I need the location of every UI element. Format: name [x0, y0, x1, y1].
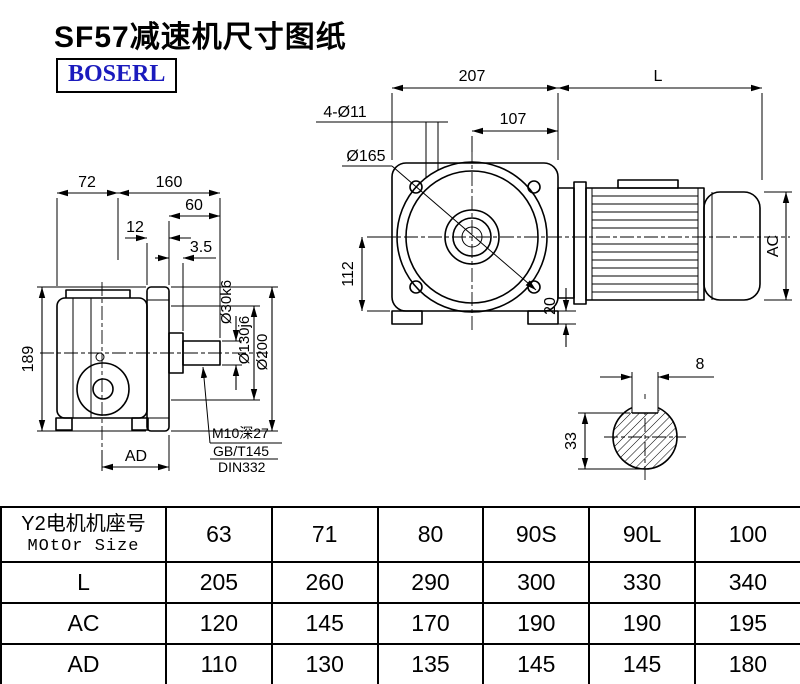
shaft-section-circle [612, 404, 678, 470]
dim-33-label: 33 [563, 432, 580, 450]
motor-fins [592, 195, 698, 293]
table-cell: 145 [270, 602, 379, 645]
dim-160-label: 160 [156, 174, 183, 191]
dim-20: 20 [542, 288, 576, 347]
dim-207: 207 [391, 68, 559, 160]
dim-189: 189 [20, 286, 146, 432]
table-cell: 110 [165, 643, 273, 684]
table-cell: 145 [482, 643, 591, 684]
dim-4xd11-label: 4-Ø11 [323, 104, 366, 121]
dim-112-label: 112 [340, 261, 357, 287]
dim-d130-label: Ø130j6 [236, 316, 253, 364]
dim-8-label: 8 [696, 356, 705, 373]
dim-d30-label: Ø30k6 [218, 280, 235, 324]
table-cell: 145 [588, 643, 696, 684]
row-label: AC [0, 602, 167, 645]
dim-spigot-diameter: Ø130j6 [171, 305, 260, 401]
table-header-cell: 71 [270, 506, 379, 563]
dim-3-5: 3.5 [155, 239, 216, 331]
table-cell: 195 [693, 602, 800, 645]
centerlines [40, 282, 268, 450]
dim-72-label: 72 [78, 174, 96, 191]
dim-12-label: 12 [126, 219, 144, 236]
table-header-cell: 63 [165, 506, 273, 563]
dim-72: 72 [56, 174, 119, 286]
table-cell: 170 [376, 602, 485, 645]
bolt-holes-callout: 4-Ø11 [316, 104, 448, 178]
table-cell: 180 [693, 643, 800, 684]
page-title: SF57减速机尺寸图纸 [54, 21, 347, 54]
table-cell: 135 [376, 643, 485, 684]
table-cell: 340 [693, 561, 800, 604]
output-flange-outline [146, 286, 221, 432]
side-view: 72 160 60 12 3.5 [20, 174, 282, 475]
dim-AC: AC [764, 191, 792, 301]
table-header-cell: 90S [482, 506, 591, 563]
note-gb-label: GB/T145 [213, 443, 269, 459]
dim-107-label: 107 [500, 111, 527, 128]
note-din-label: DIN332 [218, 459, 266, 475]
dim-L: L [558, 68, 763, 180]
dim-ad-label: AD [125, 448, 147, 465]
tapped-hole-note: M10深27 GB/T145 DIN332 [200, 366, 282, 475]
table-row-AC: AC 120 145 170 190 190 195 [0, 602, 800, 645]
dim-L-label: L [654, 68, 663, 85]
row-label: L [0, 561, 167, 604]
table-row-L: L 205 260 290 300 330 340 [0, 561, 800, 604]
technical-drawing: 72 160 60 12 3.5 [20, 68, 792, 480]
dim-20-label: 20 [542, 297, 559, 315]
table-header-cell: 80 [376, 506, 485, 563]
table-cell: 130 [270, 643, 379, 684]
keyway-notch [632, 399, 658, 413]
dim-207-label: 207 [459, 68, 486, 85]
brand-logo: BOSERL [56, 58, 178, 93]
front-view: 207 L 107 4-Ø11 Ø165 [316, 68, 792, 347]
table-header-motor-size: Y2电机机座号 MOtOr Size [0, 506, 167, 563]
row-label: AD [0, 643, 167, 684]
table-cell: 330 [588, 561, 696, 604]
table-header-cell: 90L [588, 506, 696, 563]
dim-flange-diameter: Ø200 [171, 286, 278, 432]
dim-d200-label: Ø200 [254, 334, 271, 371]
dim-ad: AD [101, 435, 170, 471]
gearbox-housing-outline [55, 289, 149, 431]
table-cell: 300 [482, 561, 591, 604]
note-m10-label: M10深27 [212, 425, 269, 441]
shaft-section-view: 8 33 [563, 356, 714, 480]
dim-160: 160 [118, 174, 221, 338]
table-cell: 190 [588, 602, 696, 645]
dim-60: 60 [168, 197, 220, 285]
motor-outline [557, 179, 761, 305]
table-cell: 205 [165, 561, 273, 604]
dim-112: 112 [340, 236, 396, 312]
table-header-row: Y2电机机座号 MOtOr Size 63 71 80 90S 90L 100 [0, 506, 800, 563]
dim-33: 33 [563, 412, 643, 470]
table-header-cell: 100 [693, 506, 800, 563]
motor-size-table: Y2电机机座号 MOtOr Size 63 71 80 90S 90L 100 … [0, 506, 800, 684]
table-header-cn: Y2电机机座号 [21, 512, 146, 535]
dim-8: 8 [600, 356, 714, 381]
centerlines [380, 148, 790, 332]
table-header-en: MOtOr Size [27, 536, 140, 556]
gearbox-front-outline [391, 161, 559, 325]
table-row-AD: AD 110 130 135 145 145 180 [0, 643, 800, 684]
dim-d165-label: Ø165 [346, 148, 385, 165]
dim-shaft-diameter: Ø30k6 [218, 280, 242, 390]
dim-12: 12 [125, 219, 191, 285]
dim-107: 107 [471, 111, 558, 152]
dim-3-5-label: 3.5 [190, 239, 212, 256]
dim-189-label: 189 [20, 346, 37, 373]
dim-AC-label: AC [765, 235, 782, 257]
flange-circle-callout: Ø165 [342, 148, 537, 291]
table-cell: 260 [270, 561, 379, 604]
table-cell: 290 [376, 561, 485, 604]
table-cell: 190 [482, 602, 591, 645]
dim-60-label: 60 [185, 197, 203, 214]
table-cell: 120 [165, 602, 273, 645]
